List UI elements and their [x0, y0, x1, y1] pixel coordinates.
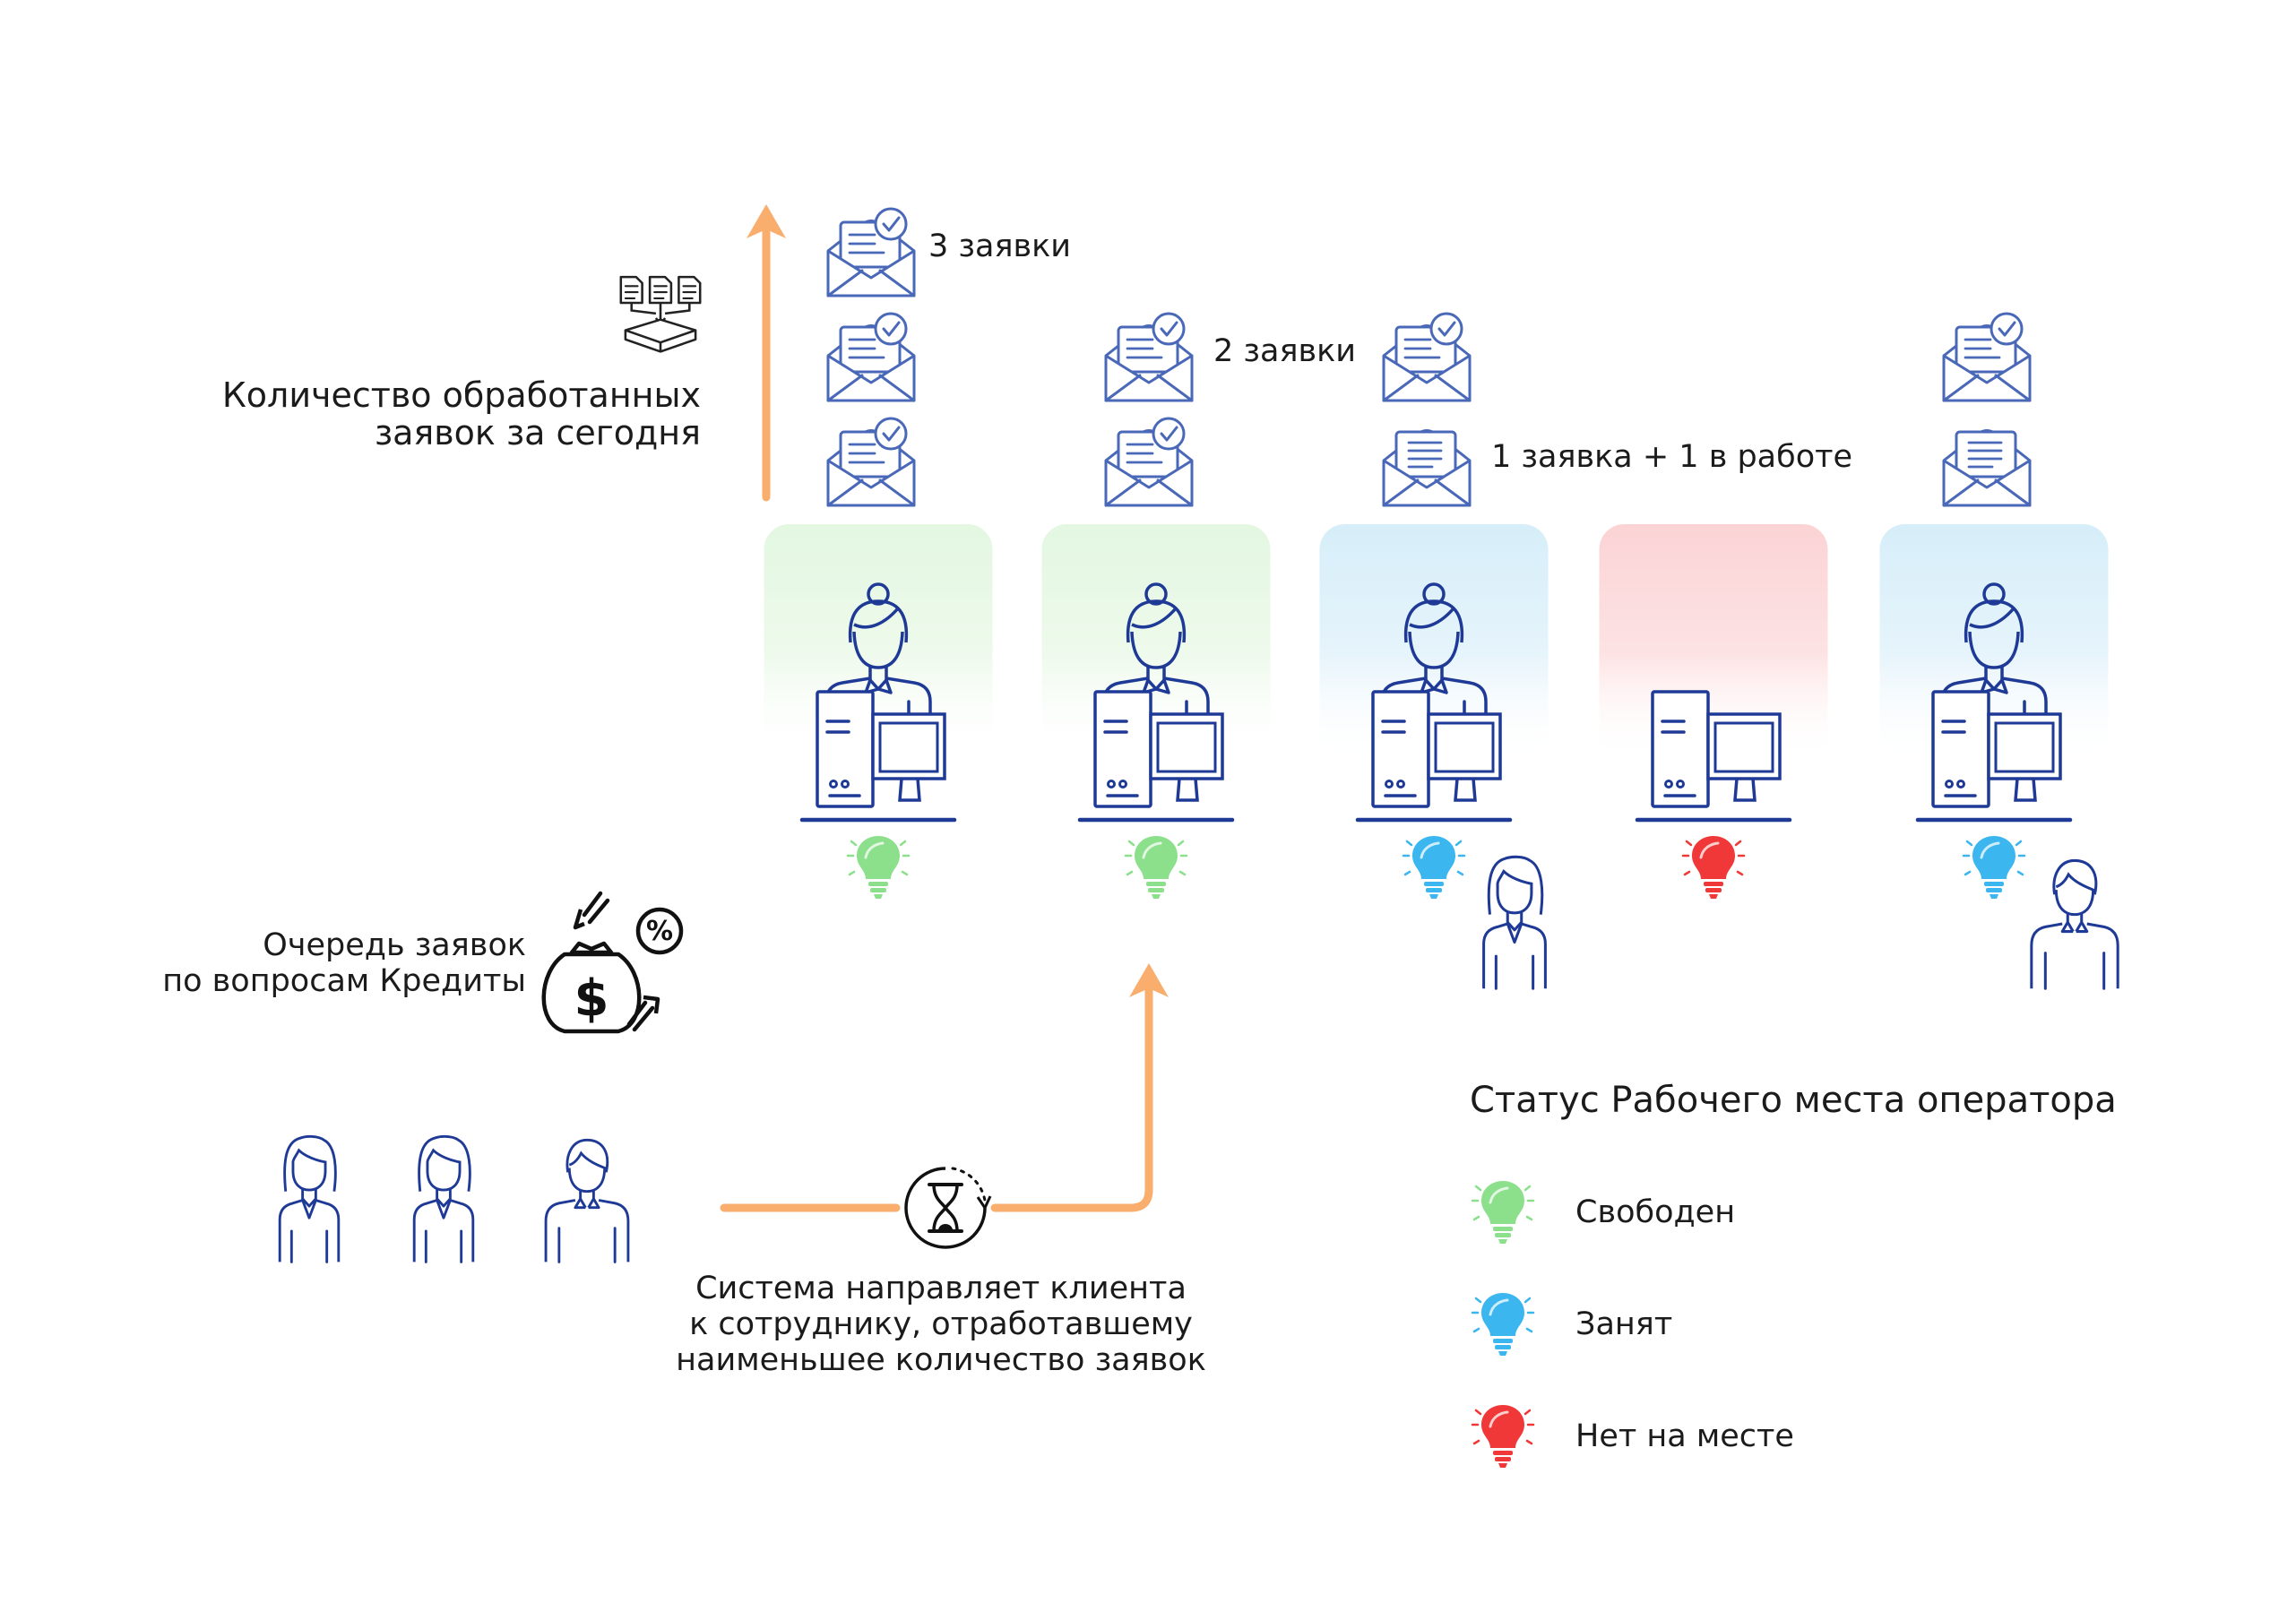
woman-client-icon — [1482, 855, 1547, 990]
processed-title-line-1: Количество обработанных — [221, 375, 701, 415]
money-bag-percent-icon: $% — [541, 891, 684, 1034]
operator-workstation-icon — [1635, 690, 1792, 823]
processed-count-arrow — [747, 204, 786, 502]
status-free-lightbulb-icon — [1124, 836, 1188, 899]
envelope-check-icon — [826, 417, 916, 507]
legend-free-lightbulb-icon — [1471, 1181, 1535, 1244]
legend-away-lightbulb-icon — [1471, 1405, 1535, 1468]
envelope-check-icon — [1382, 312, 1472, 402]
queue-title-line-1: Очередь заявок — [263, 927, 526, 963]
envelope-check-icon — [1942, 312, 2032, 402]
envelope-letter-icon — [1382, 429, 1472, 507]
operator-workstation-icon — [1355, 582, 1513, 823]
legend-label-free: Свободен — [1575, 1194, 1736, 1230]
status-away-lightbulb-icon — [1681, 836, 1746, 899]
count-label-ws2: 2 заявки — [1213, 333, 1357, 369]
routing-caption-line-3: наименьшее количество заявок — [676, 1342, 1206, 1378]
routing-arrow — [720, 963, 1169, 1212]
hourglass-icon — [904, 1167, 992, 1249]
queue-woman-client-icon — [278, 1134, 341, 1263]
envelope-check-icon — [826, 207, 916, 297]
status-busy-lightbulb-icon — [1962, 836, 2026, 899]
count-label-ws3: 1 заявка + 1 в работе — [1491, 439, 1853, 475]
svg-text:$: $ — [574, 970, 609, 1028]
routing-caption-line-1: Система направляет клиента — [695, 1271, 1187, 1306]
legend-title: Статус Рабочего места оператора — [1470, 1080, 2117, 1121]
routing-caption-line-2: к сотруднику, отработавшему — [689, 1306, 1193, 1342]
operator-workstation-icon — [1915, 582, 2073, 823]
legend-busy-lightbulb-icon — [1471, 1293, 1535, 1356]
status-busy-lightbulb-icon — [1402, 836, 1466, 899]
status-free-lightbulb-icon — [846, 836, 911, 899]
queue-title: Очередь заявок по вопросам Кредиты — [162, 927, 526, 999]
operator-workstation-icon — [799, 582, 957, 823]
documents-tray-icon — [619, 275, 702, 353]
envelope-check-icon — [1104, 417, 1194, 507]
routing-caption: Система направляет клиента к сотруднику,… — [645, 1271, 1237, 1378]
svg-text:%: % — [646, 916, 673, 947]
envelope-check-icon — [1104, 312, 1194, 402]
count-label-ws1: 3 заявки — [928, 228, 1072, 264]
queue-woman-client-icon — [412, 1134, 475, 1263]
queue-man-client-icon — [544, 1138, 630, 1263]
operator-workstation-icon — [1077, 582, 1235, 823]
legend-label-busy: Занят — [1575, 1306, 1673, 1342]
legend-label-away: Нет на месте — [1575, 1418, 1794, 1454]
processed-title-line-2: заявок за сегодня — [374, 413, 701, 452]
envelope-letter-icon — [1942, 429, 2032, 507]
envelope-check-icon — [826, 312, 916, 402]
processed-title: Количество обработанных заявок за сегодн… — [222, 376, 701, 452]
queue-title-line-2: по вопросам Кредиты — [162, 963, 526, 999]
man-client-icon — [2030, 858, 2119, 990]
